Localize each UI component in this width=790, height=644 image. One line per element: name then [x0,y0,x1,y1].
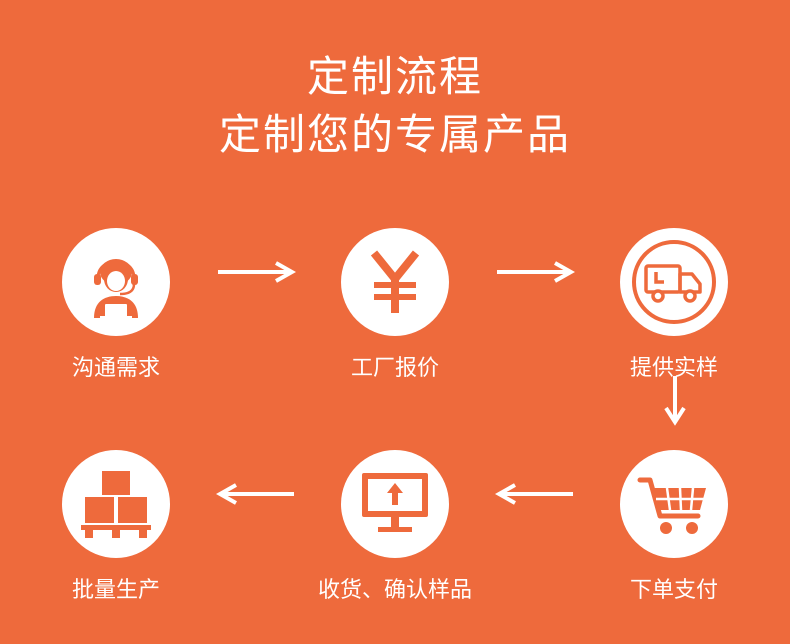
step-communicate: 沟通需求 [16,228,216,380]
step-label: 提供实样 [629,356,718,381]
step-circle [341,450,449,558]
step-sample: 提供实样 [574,228,774,380]
step-circle [620,450,728,558]
arrow-left-icon [495,483,573,505]
step-circle [62,450,170,558]
step-label: 下单支付 [629,578,718,603]
step-label: 工厂报价 [350,356,439,381]
delivery-truck-icon [632,240,716,324]
title-line-1: 定制流程 [306,52,483,101]
shopping-cart-icon [637,477,706,534]
step-circle [62,228,170,336]
step-label: 沟通需求 [71,356,160,381]
step-circle [620,228,728,336]
arrow-right-icon [497,261,575,283]
step-label: 收货、确认样品 [317,578,472,603]
step-circle [341,228,449,336]
step-mass-production: 批量生产 [16,450,216,602]
stacked-boxes-pallet-icon [81,471,151,538]
customer-service-agent-icon [94,259,138,319]
step-receive-confirm: 收货、确认样品 [295,450,495,602]
step-quotation: 工厂报价 [295,228,495,380]
monitor-upload-icon [362,473,428,532]
arrow-right-icon [218,261,296,283]
step-label: 批量生产 [71,578,160,603]
title-line-2: 定制您的专属产品 [218,110,571,159]
step-payment: 下单支付 [574,450,774,602]
arrow-down-icon [664,376,686,426]
yen-icon [370,250,420,313]
arrow-left-icon [216,483,294,505]
